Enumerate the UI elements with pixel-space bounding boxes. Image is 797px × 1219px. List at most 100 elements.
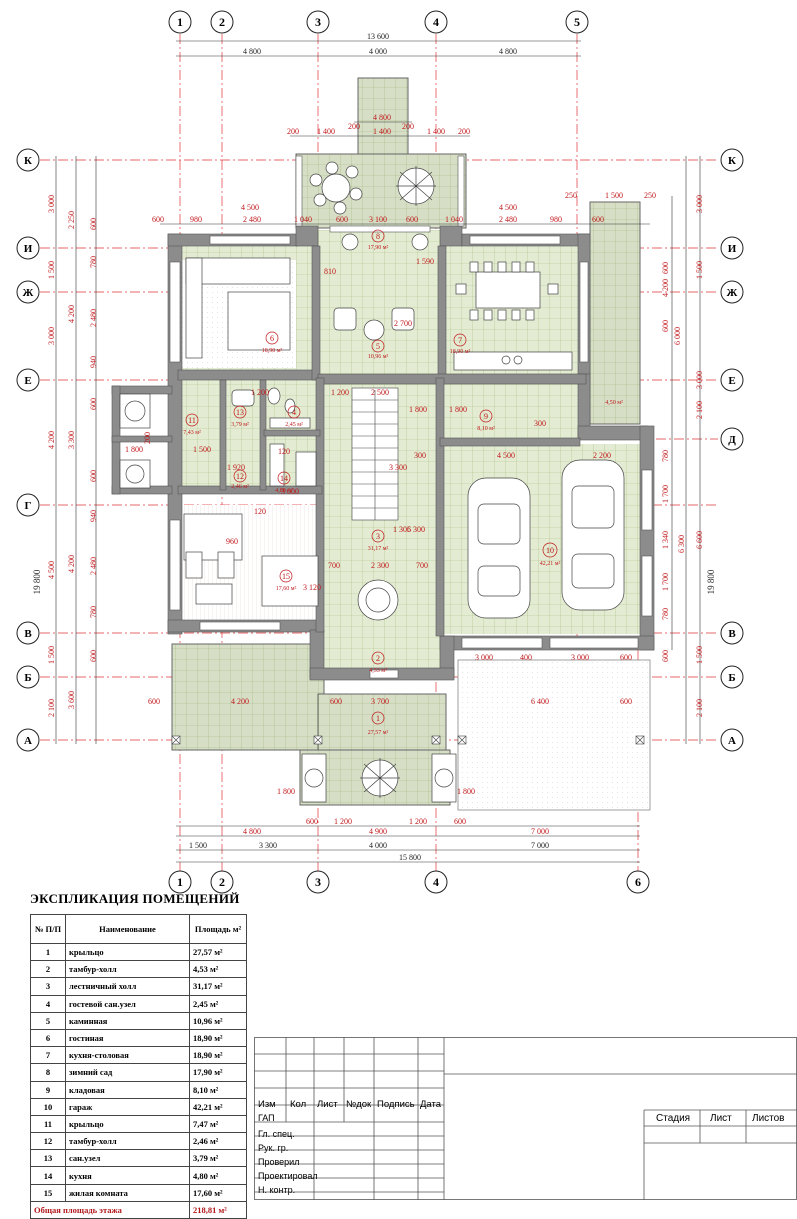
dim-left: 2 100 xyxy=(47,699,56,717)
dim-right-inner: 1 340 xyxy=(661,531,670,549)
dim-right: 2 100 xyxy=(695,699,704,717)
stamp-role-proveril: Проверил xyxy=(258,1157,300,1167)
dim-right: 1 500 xyxy=(695,261,704,279)
dim-interior: 1 800 xyxy=(457,787,475,796)
row-no: 1 xyxy=(30,942,66,962)
room-area: 3,79 м² xyxy=(231,422,249,428)
dim-interior: 1 800 xyxy=(409,405,427,414)
row-area: 31,17 м² xyxy=(189,977,247,996)
row-name: кладовая xyxy=(65,1080,190,1099)
room-number: 15 xyxy=(282,572,290,581)
header-name: Наименование xyxy=(65,914,190,944)
dim-left-inner: 600 xyxy=(89,398,98,410)
row-no: 10 xyxy=(30,1097,66,1116)
dim-left-inner: 780 xyxy=(89,256,98,268)
dim-bottom2: 4 900 xyxy=(369,827,387,836)
furniture xyxy=(183,161,625,621)
dim-left-inner: 600 xyxy=(89,470,98,482)
dim-interior: 3 300 xyxy=(389,463,407,472)
row-area: 42,21 м² xyxy=(189,1097,247,1116)
col-axis-bottom-label: 1 xyxy=(177,875,183,889)
col-axis-bottom-label: 2 xyxy=(219,875,225,889)
col-axis-bottom-label: 4 xyxy=(433,875,439,889)
dim-bottom1: 1 200 xyxy=(334,817,352,826)
room-area: 2,45 м² xyxy=(285,422,303,428)
room-area: 2,46 м² xyxy=(231,484,249,490)
garage-door-right xyxy=(549,637,639,649)
stamp-col-ndok: №док xyxy=(346,1099,372,1110)
dim-left-mid: 4 200 xyxy=(67,305,76,323)
dim-upper-right: 250 xyxy=(644,191,656,200)
room-labels: 127,57 м² 24,53 м² 331,17 м² 42,45 м² 51… xyxy=(183,229,623,736)
col-axis-top-3: 3 xyxy=(306,10,330,34)
dim-left: 4 200 xyxy=(47,431,56,449)
row-area: 17,60 м² xyxy=(189,1183,247,1202)
dimension-text: 13 600 4 800 4 000 4 800 4 800 200 1 400… xyxy=(148,32,656,862)
dim-right-inner: 780 xyxy=(661,450,670,462)
driveway xyxy=(457,659,651,811)
dim-right-total: 19 800 xyxy=(706,569,716,594)
dim-garden: 1 400 xyxy=(317,127,335,136)
dim-upper: 600 xyxy=(152,215,164,224)
row-area: 2,46 м² xyxy=(189,1132,247,1151)
dim-bottom-total: 15 800 xyxy=(399,853,421,862)
dim-garden: 200 xyxy=(348,122,360,131)
dim-left: 3 600 xyxy=(67,691,76,709)
room-7: 7 18,90 м² xyxy=(450,333,471,355)
stamp-col-list: Лист xyxy=(317,1099,338,1110)
stamp-col-kol: Кол xyxy=(290,1099,307,1110)
row-no: 3 xyxy=(30,977,66,996)
room-number: 12 xyxy=(236,472,244,481)
row-name: тамбур-холл xyxy=(65,1132,190,1151)
stamp-stadia: Стадия xyxy=(656,1113,691,1124)
row-name: лестничный холл xyxy=(65,977,190,996)
dim-interior: 600 xyxy=(620,653,632,662)
row-name: гостиная xyxy=(65,1028,190,1048)
room-13: 133,79 м² xyxy=(231,405,249,428)
col-axis-top-1: 1 xyxy=(168,10,192,34)
row-area: 8,10 м² xyxy=(189,1080,247,1099)
room-2: 24,53 м² xyxy=(369,651,387,674)
dim-upper: 980 xyxy=(190,215,202,224)
dim-bottom3: 4 000 xyxy=(369,841,387,850)
room-area: 18,90 м² xyxy=(450,349,471,355)
row-axis-label: И xyxy=(24,243,33,255)
dim-left-inner: 2 480 xyxy=(89,309,98,327)
dim-left: 3 000 xyxy=(47,327,56,345)
row-no: 13 xyxy=(30,1149,66,1168)
row-area: 18,90 м² xyxy=(189,1046,247,1065)
header-area: Площадь м² xyxy=(189,914,247,944)
dim-top: 4 800 xyxy=(243,47,261,56)
dim-interior: 600 xyxy=(330,697,342,706)
dim-interior: 2 700 xyxy=(394,319,412,328)
dim-garden: 1 400 xyxy=(427,127,445,136)
col-axis-bottom-1: 1 xyxy=(168,870,192,894)
dimension-lines xyxy=(55,40,701,863)
dim-top: 4 800 xyxy=(499,47,517,56)
room-area: 42,21 м² xyxy=(540,561,561,567)
col-axis-top-label: 5 xyxy=(574,15,580,29)
windows xyxy=(169,155,653,679)
dim-upper: 1 040 xyxy=(294,215,312,224)
col-axis-top-4: 4 xyxy=(424,10,448,34)
side-terrace xyxy=(589,201,641,425)
garden-path xyxy=(357,77,409,157)
dim-interior: 600 xyxy=(148,697,160,706)
dim-bottom3: 3 300 xyxy=(259,841,277,850)
dim-upper-right: 250 xyxy=(565,191,577,200)
row-name: сан.узел xyxy=(65,1149,190,1168)
room-number: 7 xyxy=(458,336,462,345)
room-area: 8,10 м² xyxy=(477,426,495,432)
dim-bottom2: 4 800 xyxy=(243,827,261,836)
dim-garden: 1 400 xyxy=(373,127,391,136)
dim-right: 2 100 xyxy=(695,401,704,419)
room-number: 9 xyxy=(484,412,488,421)
row-axis-label: Б xyxy=(728,672,735,684)
